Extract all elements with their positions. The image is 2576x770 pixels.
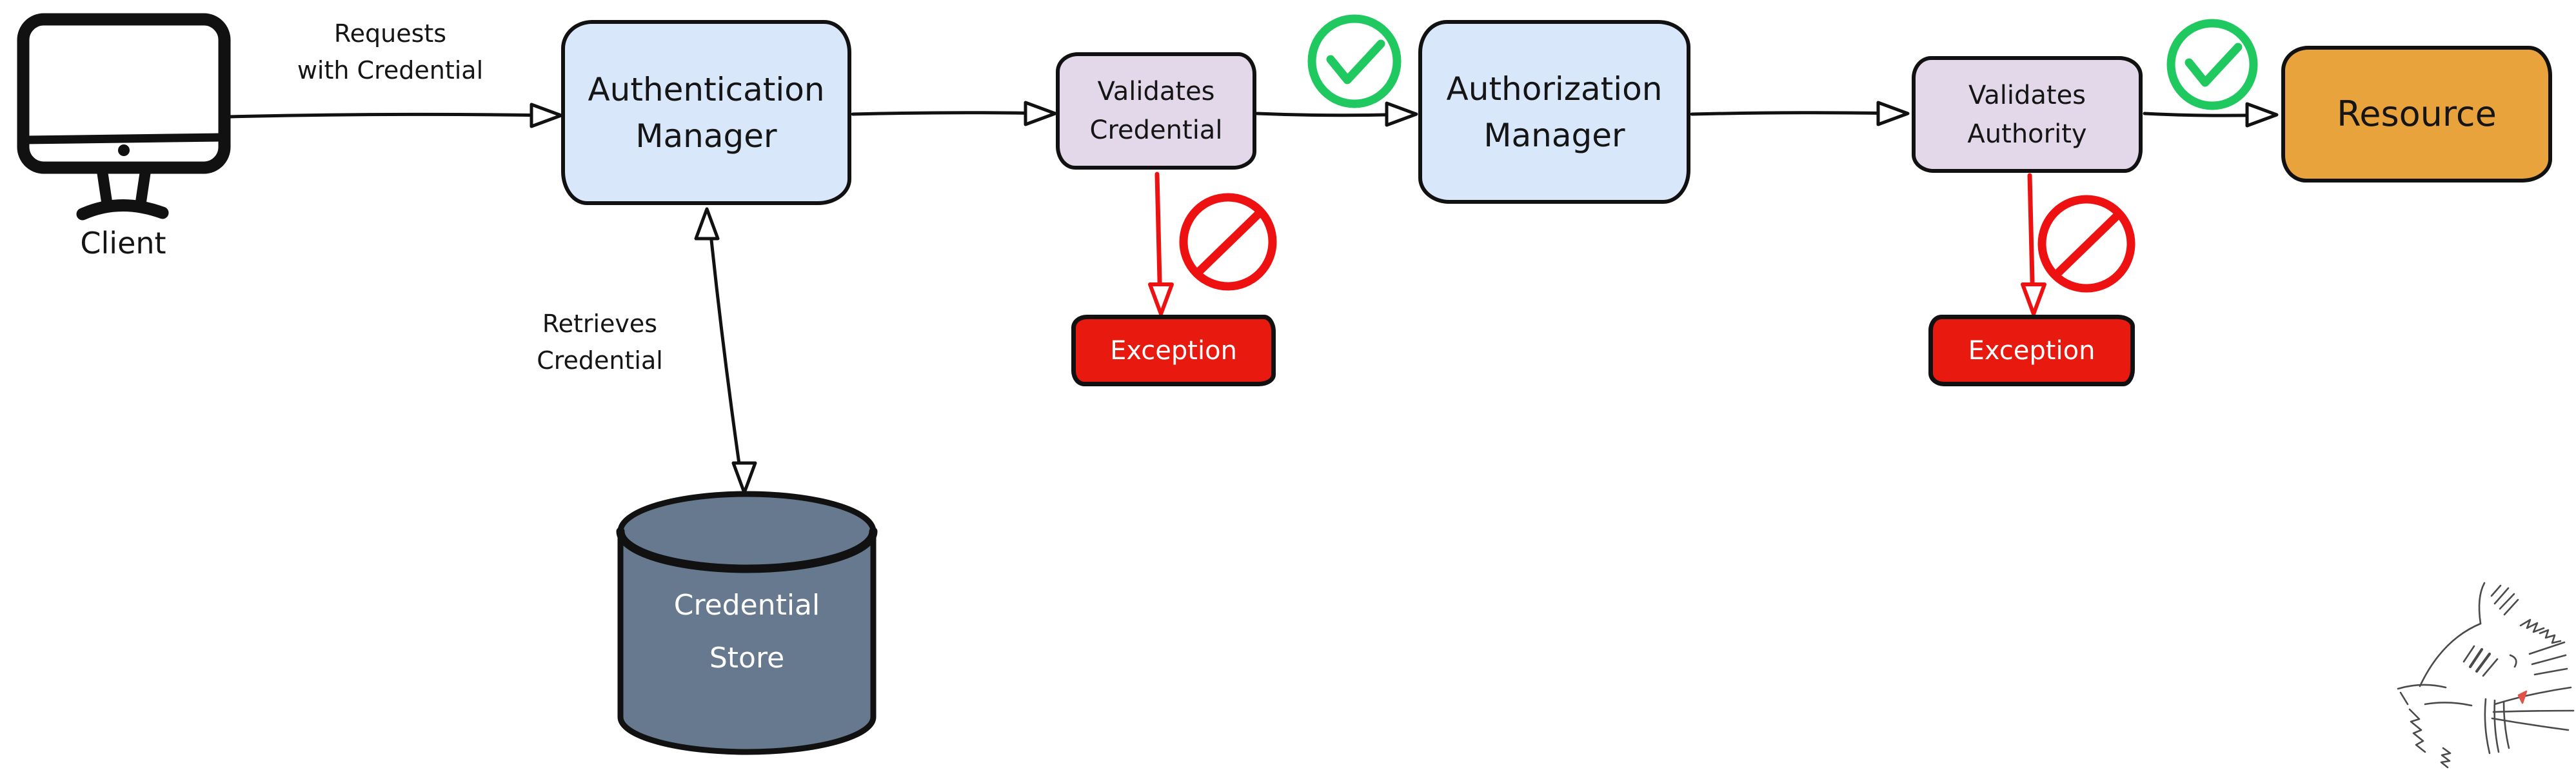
edge-label-retrieves-credential: Retrieves Credential xyxy=(537,310,663,375)
arrowhead-up-icon xyxy=(694,207,720,241)
node-client-label: Client xyxy=(80,226,166,261)
node-credential-store-label: Credential Store xyxy=(673,589,820,675)
edge-auth-manager-to-credential-store xyxy=(694,207,757,495)
node-validates-authority: Validates Authority xyxy=(1910,54,2143,173)
edge-label-requests-with-credential: Requests with Credential xyxy=(297,19,484,84)
edge-authorization-manager-to-validates-authority xyxy=(1690,101,1910,126)
edge-validates-authority-to-resource xyxy=(2143,102,2279,128)
edge-validates-authority-to-exception xyxy=(2021,173,2046,316)
node-label: Resource xyxy=(2337,94,2497,134)
node-authorization-manager: Authorization Manager xyxy=(1418,17,1692,204)
edge-client-to-auth-manager xyxy=(228,103,563,128)
arrowhead-icon xyxy=(1385,101,1418,127)
edge-validates-credential-to-exception xyxy=(1148,172,1174,316)
arrowhead-icon xyxy=(1876,101,1910,126)
node-label: Validates xyxy=(1968,80,2086,110)
arrowhead-down-icon xyxy=(731,461,757,495)
node-label: Manager xyxy=(1483,116,1625,154)
node-label: Authentication xyxy=(588,70,825,108)
arrowhead-icon xyxy=(2245,102,2279,128)
denied-icon xyxy=(1179,193,1277,291)
denied-icon xyxy=(2037,195,2135,293)
node-authentication-manager: Authentication Manager xyxy=(561,17,853,205)
edge-auth-manager-to-validates-credential xyxy=(851,101,1057,126)
node-label: Validates xyxy=(1097,77,1215,106)
cat-sketch xyxy=(2397,582,2575,769)
arrowhead-icon xyxy=(1024,101,1057,126)
node-exception-authorization: Exception xyxy=(1928,315,2136,386)
arrowhead-red-icon xyxy=(1148,282,1174,316)
node-label: Exception xyxy=(1968,335,2095,366)
arrowhead-red-icon xyxy=(2021,282,2046,316)
cat-nose-icon xyxy=(2517,690,2528,704)
success-check-icon xyxy=(1307,14,1402,108)
success-check-icon xyxy=(2166,19,2258,110)
edge-validates-credential-to-authorization-manager xyxy=(1255,101,1418,127)
node-exception-authentication: Exception xyxy=(1071,315,1277,386)
client-computer-icon xyxy=(17,13,231,221)
node-label: Exception xyxy=(1110,335,1237,366)
arrowhead-icon xyxy=(530,103,563,128)
node-label: Credential xyxy=(1089,115,1223,145)
node-resource: Resource xyxy=(2277,45,2552,183)
node-label: Authorization xyxy=(1446,70,1663,108)
node-label: Authority xyxy=(1967,119,2087,149)
monitor-power-knob-icon xyxy=(118,144,130,156)
node-label: Manager xyxy=(635,117,777,155)
node-validates-credential: Validates Credential xyxy=(1054,50,1256,170)
